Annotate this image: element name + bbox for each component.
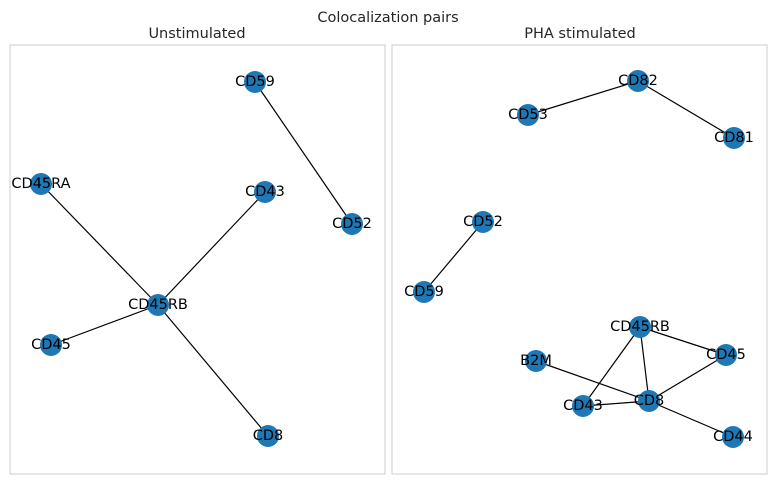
- panel-frame-unstimulated: [9, 44, 386, 475]
- node-cd45rb: [629, 316, 651, 338]
- node-cd43: [572, 395, 594, 417]
- node-cd44: [722, 426, 744, 448]
- edge-cd53-cd82: [527, 80, 639, 116]
- edge-cd8-cd44: [648, 400, 734, 438]
- edge-cd82-cd81: [637, 80, 735, 139]
- edge-layer-pha-stimulated: [423, 80, 735, 438]
- node-cd45: [40, 334, 62, 356]
- node-label-cd52: CD52: [332, 216, 372, 232]
- node-label-cd43: CD43: [563, 398, 603, 414]
- node-cd53: [517, 104, 539, 126]
- node-label-cd8: CD8: [253, 428, 284, 444]
- node-label-cd45rb: CD45RB: [128, 297, 188, 313]
- panel-pha-stimulated: PHA stimulated CD82CD53CD81CD52CD59CD45R…: [391, 26, 768, 475]
- edge-b2m-cd8: [535, 360, 650, 402]
- edge-cd45rb-cd45: [639, 326, 727, 356]
- node-cd8: [257, 425, 279, 447]
- node-cd45: [715, 344, 737, 366]
- node-cd59: [413, 281, 435, 303]
- panel-title-unstimulated: Unstimulated: [148, 26, 245, 42]
- edge-cd45-cd45rb: [50, 304, 159, 346]
- node-label-cd81: CD81: [714, 130, 754, 146]
- edge-cd45rb-cd43: [582, 326, 641, 407]
- node-label-cd45rb: CD45RB: [610, 319, 670, 335]
- edge-cd52-cd59: [423, 221, 484, 293]
- node-label-cd52: CD52: [463, 214, 503, 230]
- node-label-cd45ra: CD45RA: [11, 176, 70, 192]
- node-label-b2m: B2M: [520, 353, 552, 369]
- node-cd45rb: [147, 294, 169, 316]
- edge-layer-unstimulated: [40, 81, 353, 437]
- node-cd52: [472, 211, 494, 233]
- node-label-cd53: CD53: [508, 107, 548, 123]
- node-label-cd59: CD59: [235, 74, 275, 90]
- node-cd8: [638, 390, 660, 412]
- panel-title-pha-stimulated: PHA stimulated: [524, 26, 635, 42]
- node-b2m: [525, 350, 547, 372]
- node-cd45ra: [30, 173, 52, 195]
- node-cd59: [244, 71, 266, 93]
- edge-cd43-cd8: [582, 400, 650, 407]
- node-cd52: [341, 213, 363, 235]
- edge-cd45rb-cd8: [157, 304, 269, 437]
- node-label-cd45: CD45: [31, 337, 71, 353]
- figure-title: Colocalization pairs: [317, 10, 458, 26]
- node-cd82: [627, 70, 649, 92]
- edge-cd45ra-cd45rb: [40, 183, 159, 306]
- node-label-cd45: CD45: [706, 347, 746, 363]
- node-label-cd44: CD44: [713, 429, 753, 445]
- edge-cd43-cd45rb: [157, 191, 266, 306]
- node-cd81: [723, 127, 745, 149]
- node-cd43: [254, 181, 276, 203]
- edge-cd45rb-cd8: [639, 326, 650, 402]
- edge-cd59-cd52: [254, 81, 353, 225]
- node-label-cd82: CD82: [618, 73, 658, 89]
- node-label-cd59: CD59: [404, 284, 444, 300]
- node-label-cd8: CD8: [634, 393, 665, 409]
- edge-cd45-cd8: [648, 354, 727, 402]
- node-label-cd43: CD43: [245, 184, 285, 200]
